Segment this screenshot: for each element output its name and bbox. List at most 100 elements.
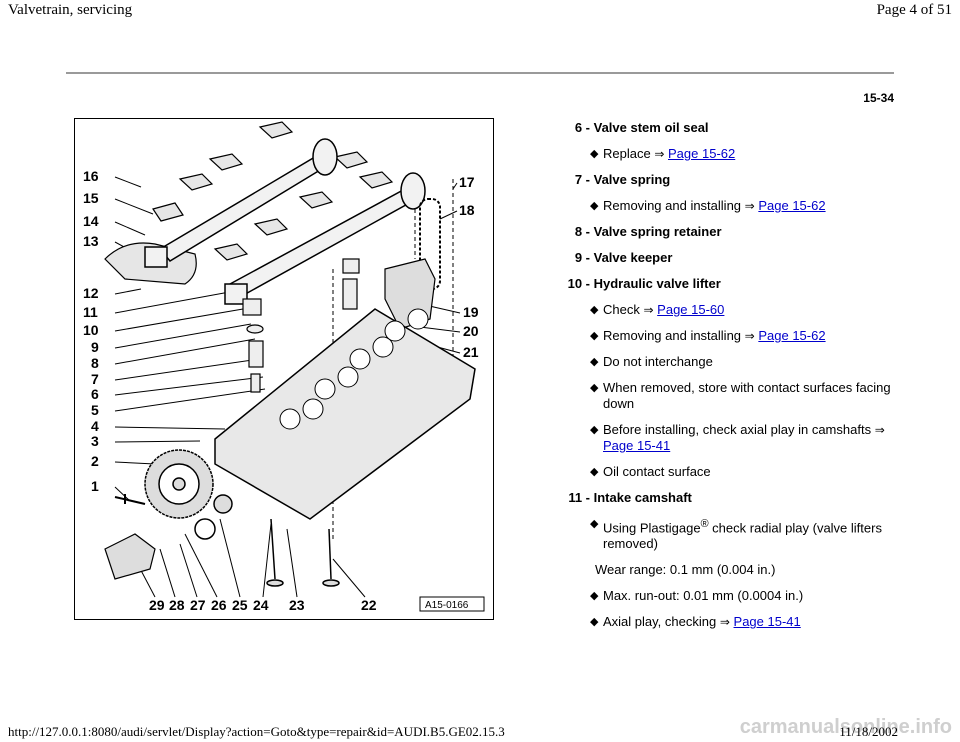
callout-28: 28	[169, 597, 185, 613]
item-title: Intake camshaft	[593, 490, 692, 505]
page-link[interactable]: Page 15-41	[733, 614, 801, 630]
arrow-icon: ⇒	[744, 199, 755, 213]
exploded-view-figure: 16 15 14 13 12 11 10 9 8 7 6 5 4 3 2 1 1…	[74, 118, 494, 620]
bullet: ◆Using Plastigage® check radial play (va…	[540, 516, 900, 552]
camshaft-sprocket	[144, 449, 233, 540]
bullet-text: When removed, store with contact surface…	[603, 380, 891, 411]
figure-code: A15-0166	[425, 600, 469, 611]
bullet-text: Removing and installing	[603, 328, 742, 343]
diamond-bullet-icon: ◆	[590, 356, 599, 368]
callout-5: 5	[91, 402, 99, 418]
diamond-bullet-icon: ◆	[590, 304, 599, 316]
item-number: 11 -	[568, 490, 590, 505]
diamond-bullet-icon: ◆	[590, 148, 599, 160]
callout-27: 27	[190, 597, 206, 613]
bullet-text: Oil contact surface	[603, 464, 711, 479]
bullet-text: Check	[603, 302, 640, 317]
page-link[interactable]: Page 15-62	[668, 146, 736, 161]
page-link[interactable]: Page 15-62	[758, 198, 826, 213]
document-title: Valvetrain, servicing	[8, 2, 133, 18]
leader-lines	[114, 176, 461, 598]
bullet-text: Replace	[603, 146, 651, 161]
callout-29: 29	[149, 597, 165, 613]
bullet-text: Do not interchange	[603, 354, 713, 369]
page-link[interactable]: Page 15-41	[603, 438, 671, 453]
legend-item-8: 8 - Valve spring retainer	[540, 224, 900, 240]
sprocket-bolt	[114, 494, 146, 505]
bullet: ◆ Check ⇒ Page 15-60	[540, 302, 900, 318]
figure-code-box	[419, 596, 485, 612]
diamond-bullet-icon: ◆	[590, 330, 599, 342]
footer-date: 11/18/2002	[839, 724, 898, 739]
legend-item-11: 11 - Intake camshaft	[540, 490, 900, 506]
diamond-bullet-icon: ◆	[590, 424, 599, 436]
callout-numbers: 16 15 14 13 12 11 10 9 8 7 6 5 4 3 2 1 1…	[83, 168, 479, 613]
parts-legend: 6 - Valve stem oil seal ◆ Replace ⇒ Page …	[540, 120, 900, 630]
callout-26: 26	[211, 597, 227, 613]
wear-range-note: Wear range: 0.1 mm (0.004 in.)	[595, 562, 776, 578]
header-rule	[66, 72, 894, 74]
item-title: Hydraulic valve lifter	[593, 276, 721, 291]
bullet: ◆ Before installing, check axial play in …	[540, 422, 900, 454]
bullet: ◆ Max. run-out: 0.01 mm (0.0004 in.)	[540, 588, 900, 604]
diamond-bullet-icon: ◆	[590, 590, 599, 603]
callout-24: 24	[253, 597, 269, 613]
legend-item-9: 9 - Valve keeper	[540, 250, 900, 266]
page-link[interactable]: Page 15-62	[758, 328, 826, 343]
callout-17: 17	[459, 174, 475, 190]
bullet-text: Removing and installing	[603, 198, 742, 213]
item-number: 6 -	[574, 120, 590, 135]
hall-sender	[104, 533, 156, 580]
bullet-text: Before installing, check axial play in c…	[603, 422, 872, 437]
item-number: 8 -	[574, 224, 590, 239]
valve-pockets	[279, 308, 429, 430]
callout-22: 22	[361, 597, 377, 613]
callout-16: 16	[83, 168, 99, 184]
callout-6: 6	[91, 386, 99, 402]
item-number: 10 -	[567, 276, 590, 291]
cylinder-head	[214, 308, 476, 520]
bearing-caps	[104, 121, 394, 285]
arrow-icon: ⇒	[643, 303, 654, 317]
bullet: ◆ Do not interchange	[540, 354, 900, 370]
item-title: Valve stem oil seal	[593, 120, 709, 135]
callout-19: 19	[463, 304, 479, 320]
callout-7: 7	[91, 371, 99, 387]
callout-23: 23	[289, 597, 305, 613]
callout-4: 4	[91, 418, 99, 434]
callout-20: 20	[463, 323, 479, 339]
cylinder-head-drawing: 16 15 14 13 12 11 10 9 8 7 6 5 4 3 2 1 1…	[83, 121, 485, 613]
bullet: ◆ Removing and installing ⇒ Page 15-62	[540, 198, 900, 214]
callout-25: 25	[232, 597, 248, 613]
diamond-bullet-icon: ◆	[590, 518, 599, 530]
bullet-text: Using Plastigage	[603, 520, 701, 536]
page-link[interactable]: Page 15-60	[657, 302, 725, 317]
timing-chain	[419, 198, 441, 290]
bullet: ◆Oil contact surface	[540, 464, 900, 480]
callout-15: 15	[83, 190, 99, 206]
section-page-number: 15-34	[863, 91, 894, 105]
callout-14: 14	[83, 213, 99, 229]
callout-1: 1	[91, 478, 99, 494]
callout-8: 8	[91, 355, 99, 371]
legend-item-10: 10 - Hydraulic valve lifter	[540, 276, 900, 292]
camshafts	[144, 138, 426, 305]
bullet: ◆When removed, store with contact surfac…	[540, 380, 900, 412]
item-number: 7 -	[574, 172, 590, 187]
bullet: ◆ Replace ⇒ Page 15-62	[540, 146, 900, 162]
bullet-text: Max. run-out: 0.01 mm (0.0004 in.)	[603, 588, 804, 604]
diamond-bullet-icon: ◆	[590, 200, 599, 212]
arrow-icon: ⇒	[654, 147, 665, 161]
page-indicator: Page 4 of 51	[876, 2, 952, 18]
callout-3: 3	[91, 433, 99, 449]
legend-item-6: 6 - Valve stem oil seal	[540, 120, 900, 136]
legend-item-7: 7 - Valve spring	[540, 172, 900, 188]
registered-mark: ®	[700, 518, 709, 530]
arrow-icon: ⇒	[719, 615, 730, 630]
watermark: carmanualsonline.info	[739, 716, 952, 738]
callout-11: 11	[83, 304, 98, 320]
callout-10: 10	[83, 322, 99, 338]
callout-2: 2	[91, 453, 99, 469]
callout-9: 9	[91, 339, 99, 355]
arrow-icon: ⇒	[874, 423, 885, 437]
